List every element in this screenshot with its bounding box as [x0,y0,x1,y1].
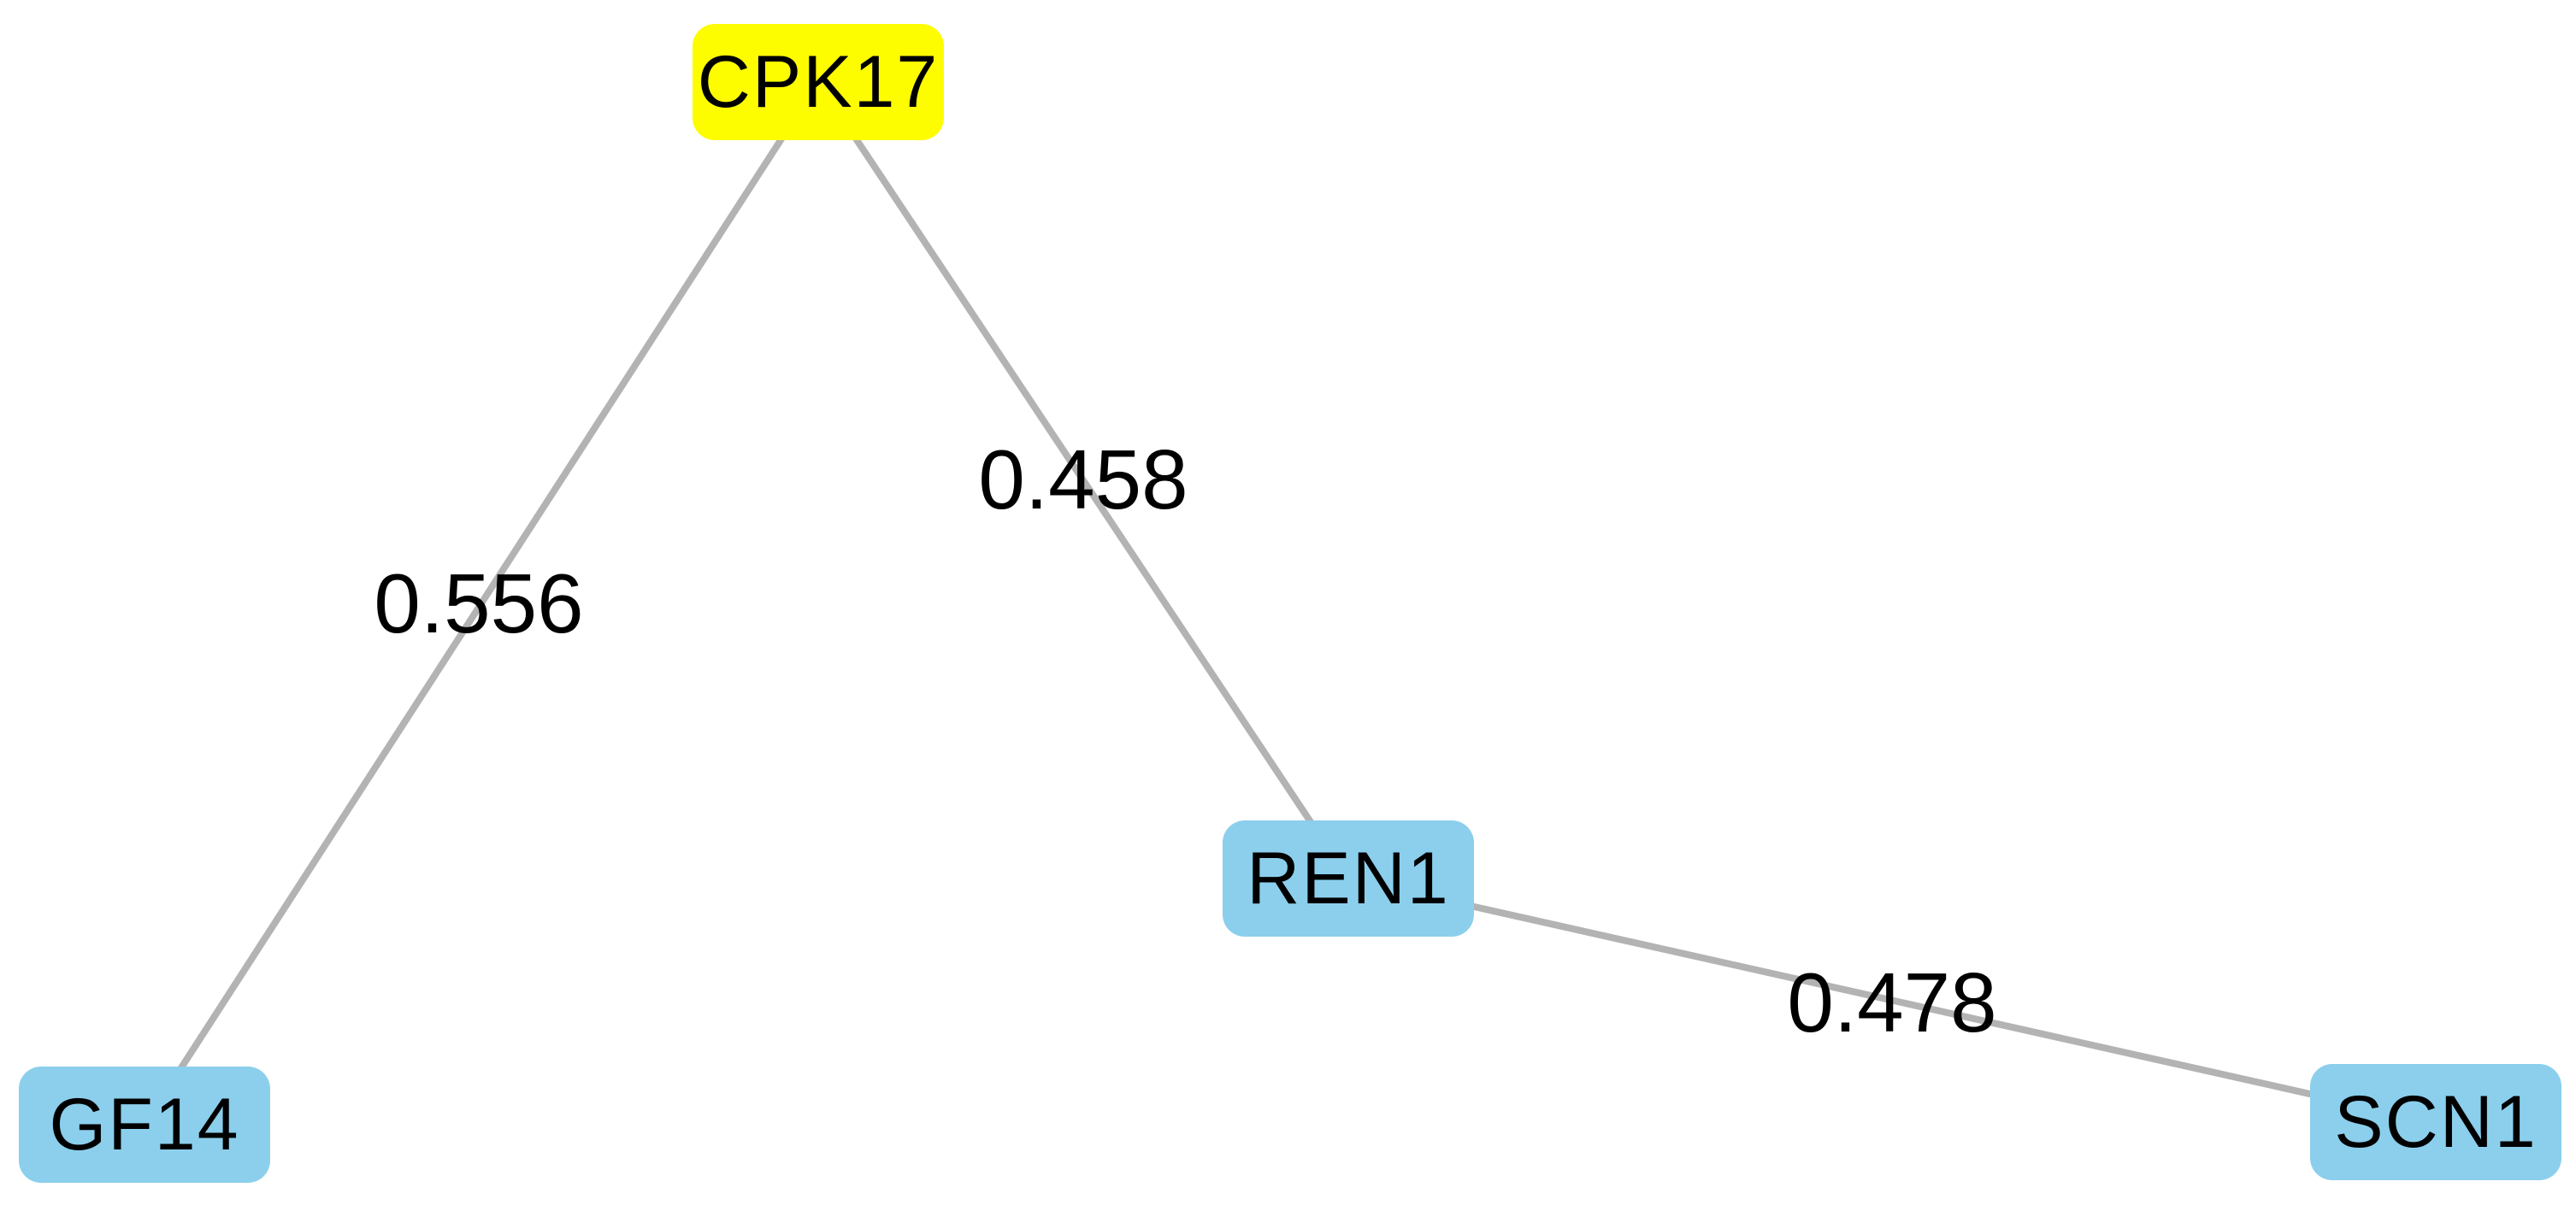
edge-cpk17-gf14[interactable] [141,79,822,1127]
node-gf14[interactable]: GF14 [19,1067,270,1183]
node-scn1[interactable]: SCN1 [2310,1064,2561,1180]
node-label: CPK17 [697,41,940,123]
edge-weight-label-cpk17-ren1: 0.458 [978,432,1188,526]
edge-ren1-scn1[interactable] [1347,875,2437,1126]
node-label: REN1 [1247,838,1450,920]
node-ren1[interactable]: REN1 [1223,820,1474,937]
edge-weight-label-cpk17-gf14: 0.556 [374,556,584,650]
node-label: GF14 [49,1084,240,1166]
node-label: SCN1 [2334,1081,2538,1163]
edge-weight-label-ren1-scn1: 0.478 [1787,955,1997,1049]
node-cpk17[interactable]: CPK17 [693,24,944,140]
edge-cpk17-ren1[interactable] [815,79,1352,881]
